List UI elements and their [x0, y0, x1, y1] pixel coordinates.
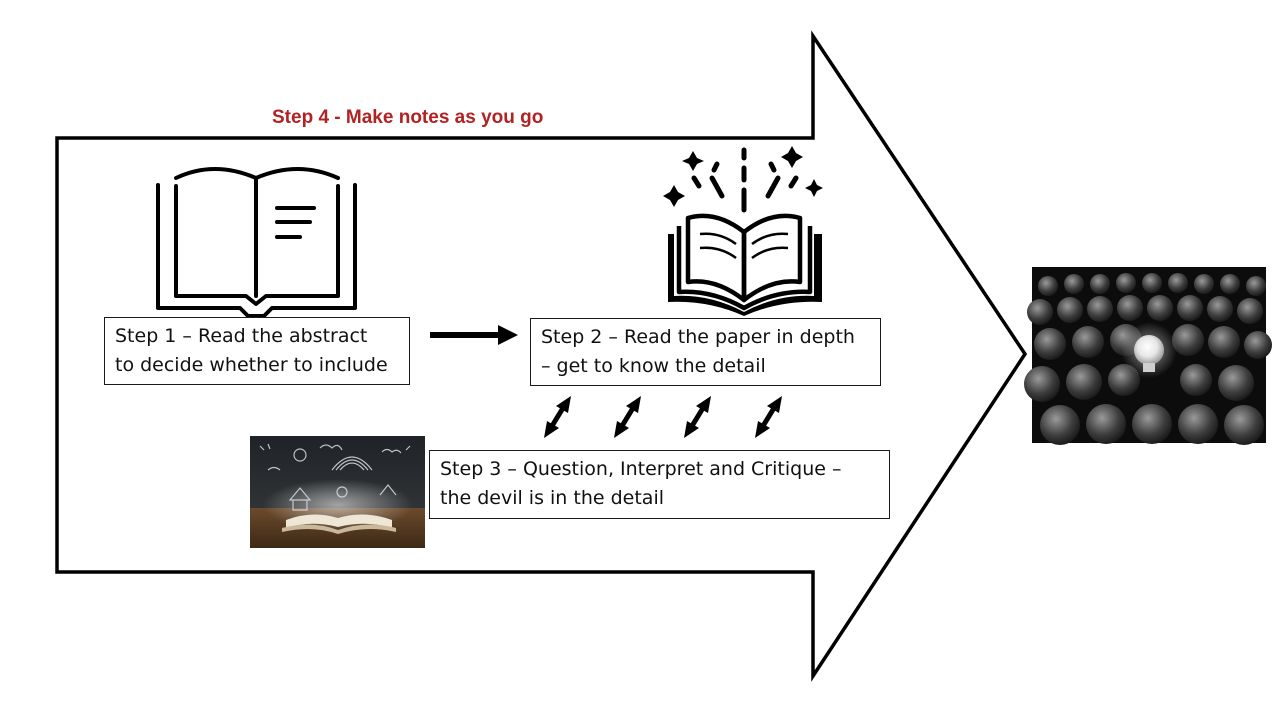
double-arrow-icon: [544, 396, 571, 438]
step3-box: Step 3 – Question, Interpret and Critiqu…: [429, 450, 890, 519]
step3-line1: Step 3 – Question, Interpret and Critiqu…: [440, 458, 842, 480]
right-arrow-icon: [430, 325, 518, 345]
step2-box: Step 2 – Read the paper in depth – get t…: [530, 318, 881, 386]
step1-line1: Step 1 – Read the abstract: [115, 325, 368, 347]
open-book-icon: [156, 167, 357, 318]
step2-line1: Step 2 – Read the paper in depth: [541, 326, 855, 348]
sparkling-book-icon: [663, 146, 823, 316]
step4-label: Step 4 - Make notes as you go: [272, 107, 544, 128]
step2-line2: – get to know the detail: [541, 355, 766, 377]
step1-box: Step 1 – Read the abstract to decide whe…: [104, 317, 410, 385]
double-arrow-icon: [614, 396, 641, 438]
double-arrow-icon: [755, 396, 782, 438]
lightbulb-idea-photo: [1024, 267, 1272, 445]
step3-line2: the devil is in the detail: [440, 487, 665, 509]
double-arrow-icon: [684, 396, 711, 438]
glowing-book-photo: [250, 436, 425, 548]
step1-line2: to decide whether to include: [115, 354, 388, 376]
